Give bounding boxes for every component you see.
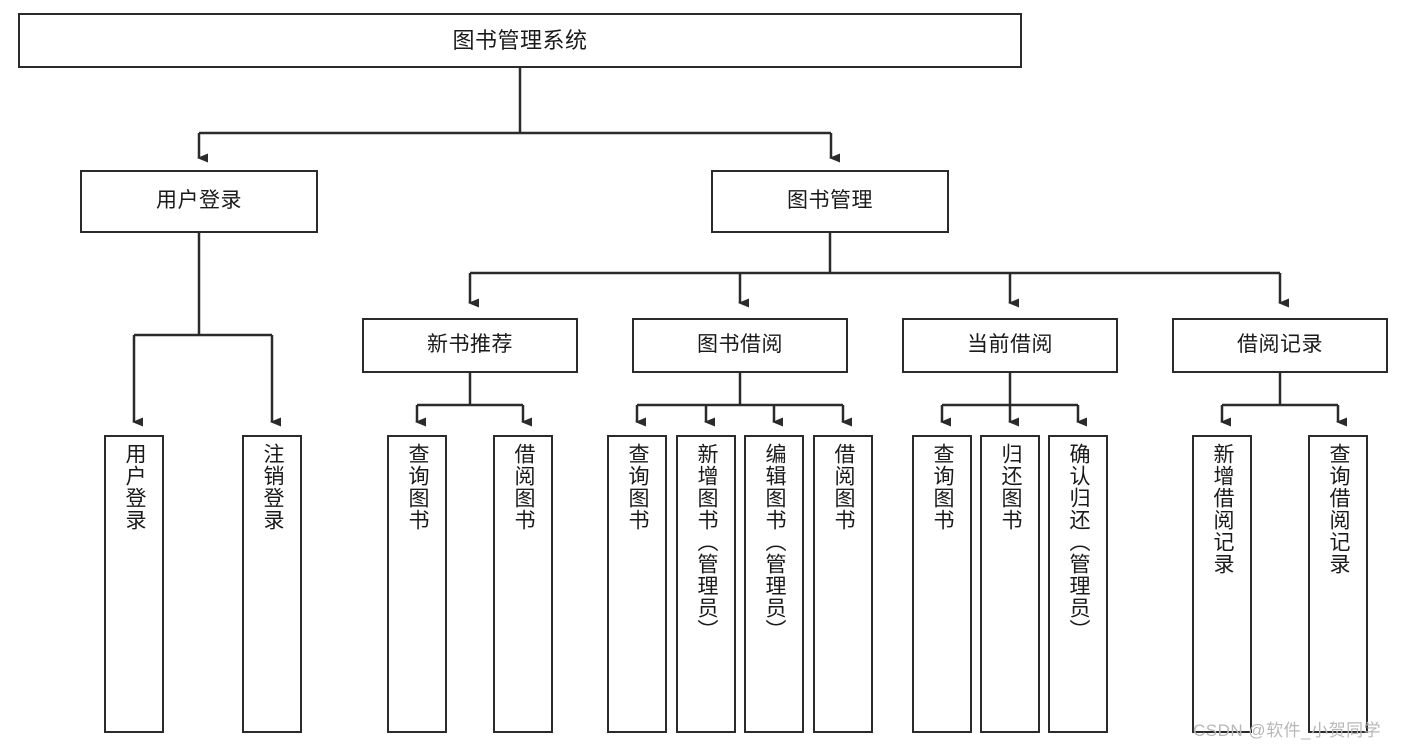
node-user-login[interactable]: 用户登录 bbox=[80, 170, 318, 233]
node-leaf-add-book-admin-label: 新增图书（管理员） bbox=[695, 443, 719, 641]
node-leaf-borrow-book-2[interactable]: 借阅图书 bbox=[813, 435, 873, 733]
node-borrow-record[interactable]: 借阅记录 bbox=[1172, 318, 1388, 373]
node-leaf-confirm-return-admin-label: 确认归还（管理员） bbox=[1067, 443, 1091, 641]
node-leaf-logout-login-label: 注销登录 bbox=[261, 443, 285, 531]
node-leaf-edit-book-admin[interactable]: 编辑图书（管理员） bbox=[744, 435, 804, 733]
node-root[interactable]: 图书管理系统 bbox=[18, 13, 1022, 68]
node-leaf-borrow-book-2-label: 借阅图书 bbox=[832, 443, 856, 531]
node-root-label: 图书管理系统 bbox=[452, 27, 588, 53]
node-leaf-add-book-admin[interactable]: 新增图书（管理员） bbox=[676, 435, 736, 733]
node-borrow-record-label: 借阅记录 bbox=[1237, 333, 1323, 357]
node-leaf-query-book-1-label: 查询图书 bbox=[406, 443, 430, 531]
node-book-borrow[interactable]: 图书借阅 bbox=[632, 318, 848, 373]
node-leaf-return-book[interactable]: 归还图书 bbox=[980, 435, 1040, 733]
node-leaf-query-borrow-record[interactable]: 查询借阅记录 bbox=[1308, 435, 1368, 733]
node-leaf-return-book-label: 归还图书 bbox=[999, 443, 1023, 531]
node-leaf-query-book-2-label: 查询图书 bbox=[626, 443, 650, 531]
node-leaf-borrow-book-1[interactable]: 借阅图书 bbox=[493, 435, 553, 733]
node-leaf-borrow-book-1-label: 借阅图书 bbox=[512, 443, 536, 531]
node-leaf-add-borrow-record[interactable]: 新增借阅记录 bbox=[1192, 435, 1252, 733]
node-leaf-query-book-3[interactable]: 查询图书 bbox=[912, 435, 972, 733]
node-leaf-user-login-label: 用户登录 bbox=[123, 443, 147, 531]
node-new-book-recommend[interactable]: 新书推荐 bbox=[362, 318, 578, 373]
node-new-book-recommend-label: 新书推荐 bbox=[427, 333, 513, 357]
node-leaf-user-login[interactable]: 用户登录 bbox=[104, 435, 164, 733]
node-leaf-add-borrow-record-label: 新增借阅记录 bbox=[1211, 443, 1235, 575]
node-leaf-query-borrow-record-label: 查询借阅记录 bbox=[1327, 443, 1351, 575]
node-leaf-logout-login[interactable]: 注销登录 bbox=[242, 435, 302, 733]
node-leaf-query-book-2[interactable]: 查询图书 bbox=[607, 435, 667, 733]
node-leaf-edit-book-admin-label: 编辑图书（管理员） bbox=[763, 443, 787, 641]
node-leaf-query-book-3-label: 查询图书 bbox=[931, 443, 955, 531]
node-leaf-confirm-return-admin[interactable]: 确认归还（管理员） bbox=[1048, 435, 1108, 733]
node-leaf-query-book-1[interactable]: 查询图书 bbox=[387, 435, 447, 733]
node-book-management-label: 图书管理 bbox=[787, 189, 873, 213]
node-user-login-label: 用户登录 bbox=[156, 189, 242, 213]
node-book-borrow-label: 图书借阅 bbox=[697, 333, 783, 357]
node-current-borrow[interactable]: 当前借阅 bbox=[902, 318, 1118, 373]
node-book-management[interactable]: 图书管理 bbox=[711, 170, 949, 233]
watermark: CSDN @软件_小贺同学 bbox=[1193, 721, 1382, 740]
node-current-borrow-label: 当前借阅 bbox=[967, 333, 1053, 357]
